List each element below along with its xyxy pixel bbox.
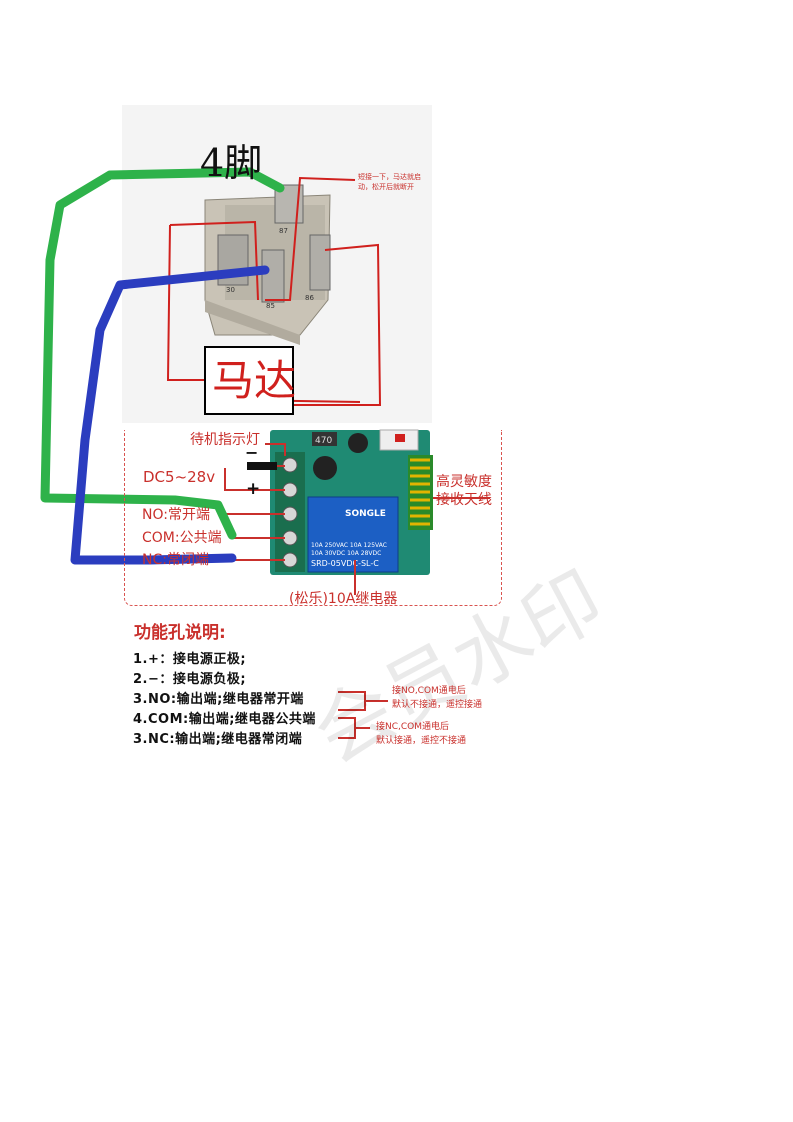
cap-label: 470 (315, 436, 332, 446)
legend-item-1: 1.+：接电源正极; (133, 652, 247, 667)
note-no: 接NO,COM通电后 默认不接通，遥控接通 (392, 684, 482, 712)
relay-chip-model: SRD-05VDC-SL-C (311, 559, 379, 568)
legend-title: 功能孔说明: (134, 623, 226, 643)
relay-chip-brand: SONGLE (345, 509, 386, 519)
antenna-label: 高灵敏度 接收天线 (436, 473, 492, 509)
nc-label: NC:常闭端 (142, 552, 209, 568)
pin-code-86: 86 (305, 294, 314, 302)
minus-bar (247, 462, 277, 470)
com-label: COM:公共端 (142, 530, 222, 546)
antenna-label-line1: 高灵敏度 (436, 474, 492, 490)
relay-chip-spec2: 10A 30VDC 10A 28VDC (311, 550, 381, 557)
relay-note: 短接一下，马达就启 动，松开后就断开 (358, 172, 421, 192)
standby-led-label: 待机指示灯 (190, 432, 260, 448)
relay-chip-spec1: 10A 250VAC 10A 125VAC (311, 542, 387, 549)
antenna-label-line2: 接收天线 (436, 492, 492, 508)
dc-range-label: DC5~28v (143, 468, 216, 486)
relay-chip: SONGLE 10A 250VAC 10A 125VAC 10A 30VDC 1… (307, 496, 399, 573)
relay-pin-86 (309, 234, 331, 291)
relay-pin-85 (261, 249, 285, 303)
legend-item-3: 3.NO:输出端;继电器常开端 (133, 692, 304, 707)
pins-title: 4脚 (200, 141, 263, 185)
pin-code-85: 85 (266, 302, 275, 310)
board-frame (124, 430, 502, 606)
note-no-line1: 接NO,COM通电后 (392, 686, 466, 696)
motor-label: 马达 (212, 356, 297, 405)
note-nc: 接NC,COM通电后 默认接通，遥控不接通 (376, 720, 466, 748)
no-label: NO:常开端 (142, 507, 210, 523)
legend-item-2: 2.−：接电源负极; (133, 672, 247, 687)
note-nc-line2: 默认接通，遥控不接通 (376, 736, 467, 746)
green-wire (40, 167, 285, 540)
relay-note-line2: 动，松开后就断开 (358, 183, 414, 191)
legend-item-4: 4.COM:输出端;继电器公共端 (133, 712, 316, 727)
pin-code-87: 87 (279, 227, 288, 235)
plus-sign: + (246, 479, 261, 499)
note-nc-line1: 接NC,COM通电后 (376, 722, 450, 732)
pin-code-30: 30 (226, 286, 235, 294)
note-no-line2: 默认不接通，遥控接通 (392, 700, 483, 710)
relay-note-line1: 短接一下，马达就启 (358, 173, 421, 181)
antenna-coil (408, 455, 433, 530)
relay-brand-label: (松乐)10A继电器 (289, 591, 398, 607)
blue-wire (70, 265, 270, 565)
motor-box (204, 346, 294, 415)
legend-item-5: 3.NC:输出端;继电器常闭端 (133, 732, 303, 747)
minus-sign: − (245, 443, 259, 462)
